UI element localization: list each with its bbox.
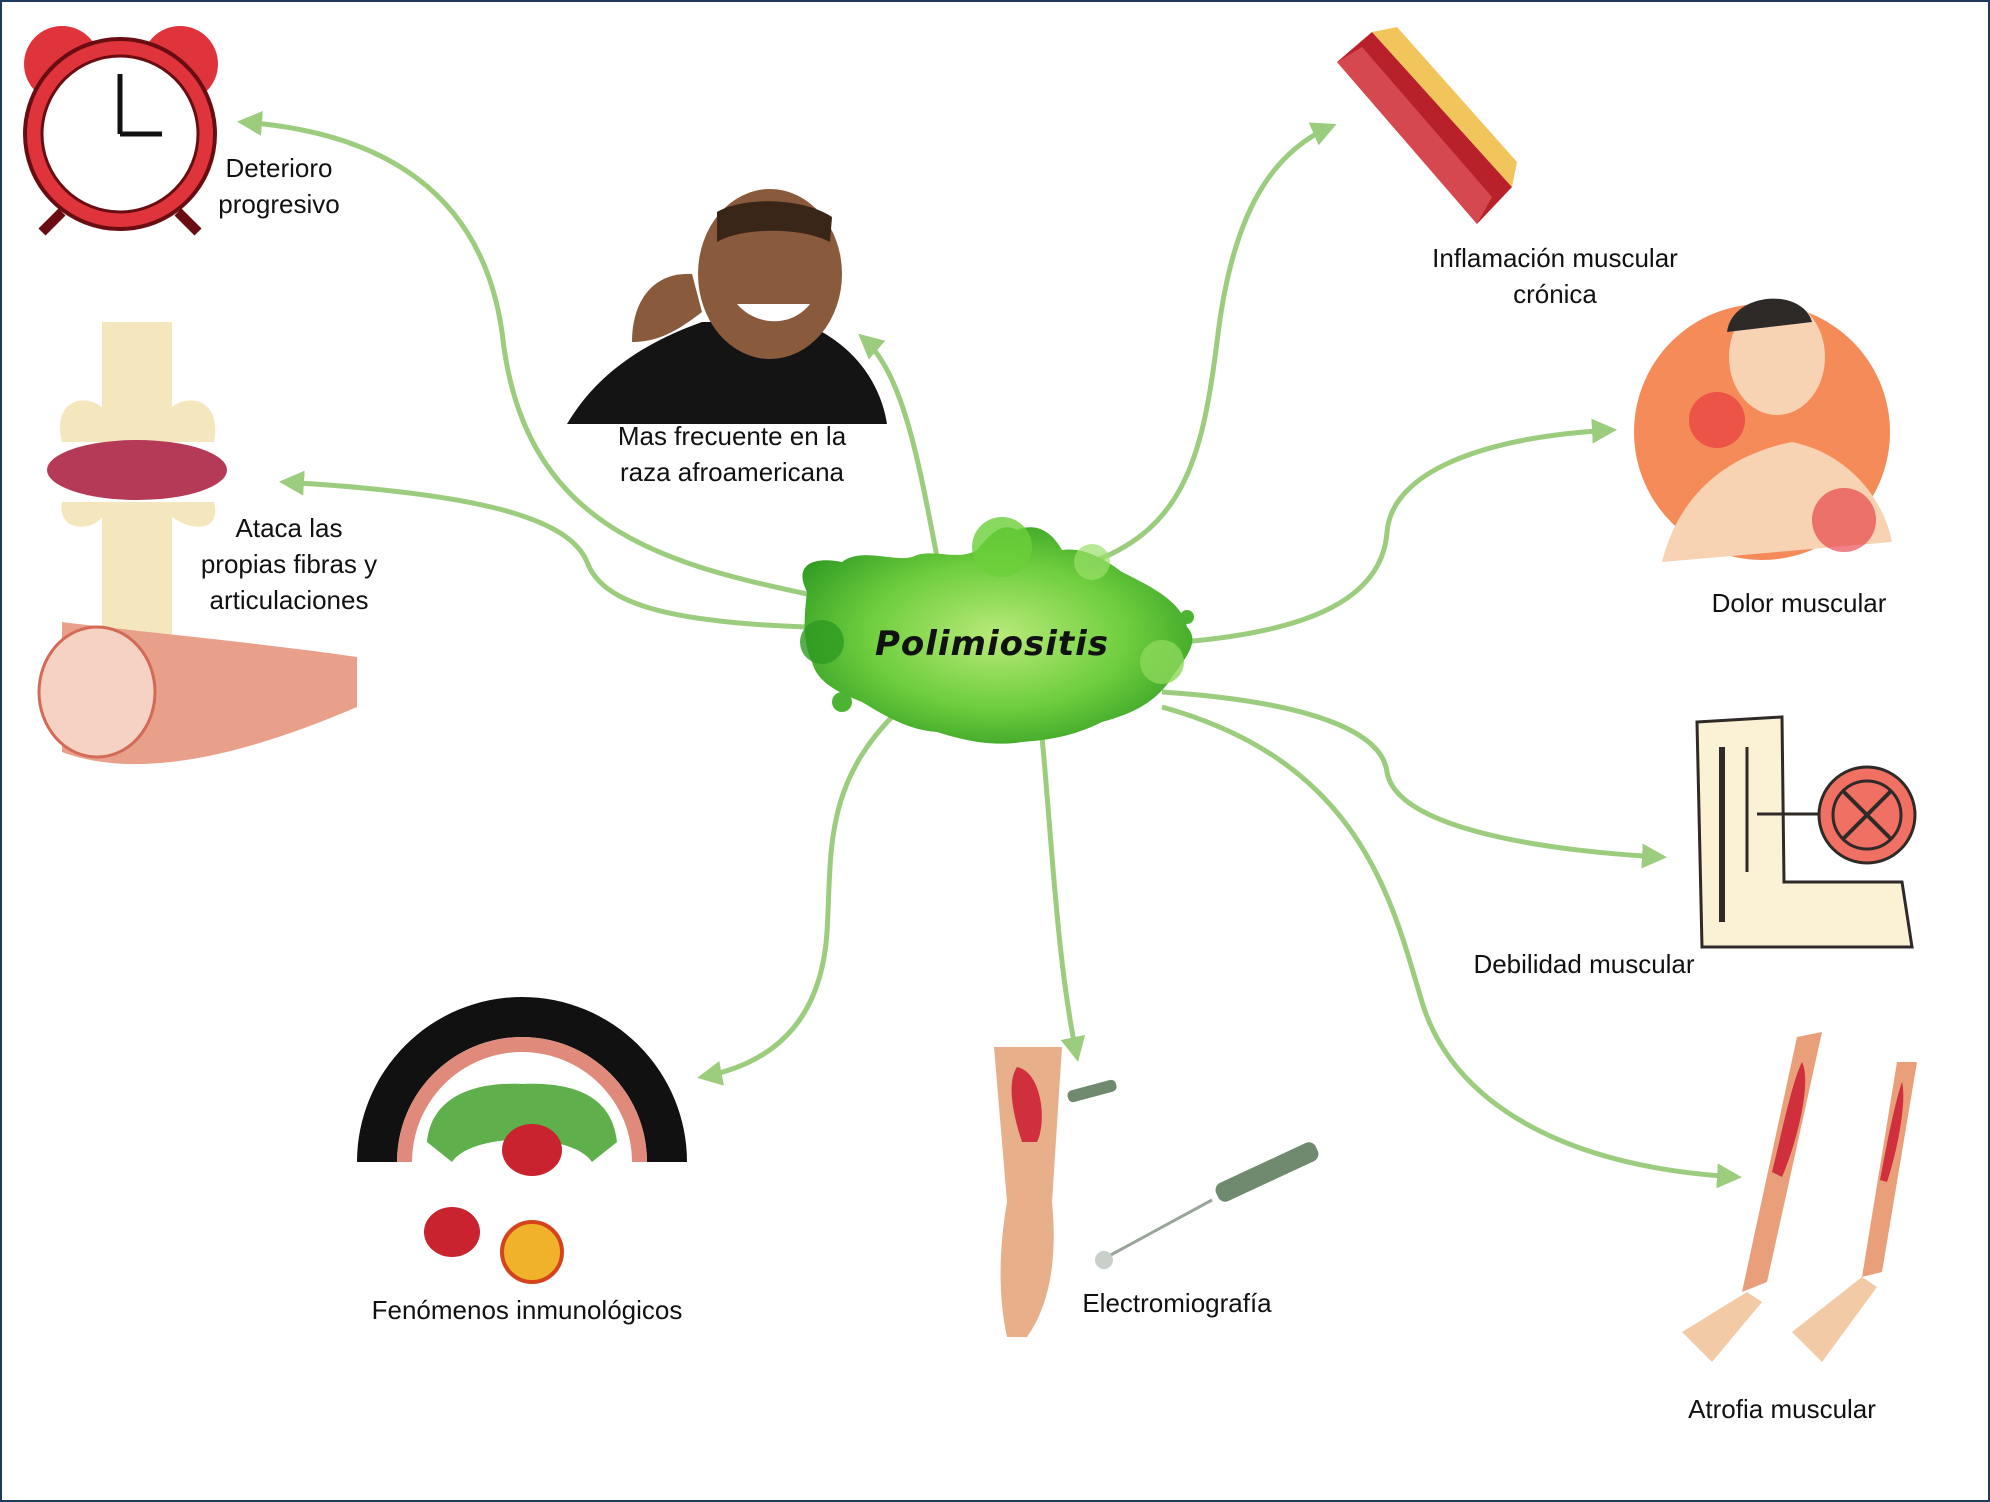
node-fenomenos-line-1: Fenómenos inmunológicos — [372, 1292, 683, 1328]
node-deterioro-label: Deterioro progresivo — [218, 150, 339, 222]
connector-raza — [862, 337, 937, 557]
node-ataca-label: Ataca las propias fibras y articulacione… — [201, 510, 377, 618]
muscle-tissue-icon — [1337, 27, 1517, 224]
node-ataca-line-1: Ataca las — [201, 510, 377, 546]
connector-electro — [1042, 737, 1077, 1057]
node-raza-line-1: Mas frecuente en la — [618, 418, 846, 454]
node-ataca-line-3: articulaciones — [201, 582, 377, 618]
arm-anatomy-icon — [1682, 1032, 1917, 1362]
node-fenomenos-label: Fenómenos inmunológicos — [372, 1292, 683, 1328]
node-atrofia-label: Atrofia muscular — [1688, 1391, 1876, 1427]
weak-arm-icon — [1697, 717, 1915, 947]
center-title: Polimiositis — [875, 624, 1109, 664]
node-dolor-label: Dolor muscular — [1712, 585, 1887, 621]
node-ataca-line-2: propias fibras y — [201, 546, 377, 582]
node-raza-label: Mas frecuente en la raza afroamericana — [618, 418, 846, 490]
node-debilidad-label: Debilidad muscular — [1473, 946, 1694, 982]
connector-debilidad — [1162, 692, 1662, 857]
node-electro-label: Electromiografía — [1082, 1285, 1271, 1321]
node-deterioro-line-1: Deterioro — [218, 150, 339, 186]
node-electro-line-1: Electromiografía — [1082, 1285, 1271, 1321]
connector-inflamacion — [1084, 126, 1332, 565]
node-inflamacion-line-1: Inflamación muscular — [1432, 240, 1678, 276]
node-inflamacion-line-2: crónica — [1432, 276, 1678, 312]
neck-pain-icon — [1634, 299, 1892, 562]
node-inflamacion-label: Inflamación muscular crónica — [1432, 240, 1678, 312]
node-debilidad-line-1: Debilidad muscular — [1473, 946, 1694, 982]
connector-fenomenos — [702, 707, 902, 1077]
node-dolor-line-1: Dolor muscular — [1712, 585, 1887, 621]
smiling-man-icon — [567, 189, 887, 424]
alarm-clock-icon — [24, 26, 218, 232]
connector-dolor — [1182, 430, 1612, 642]
node-deterioro-line-2: progresivo — [218, 186, 339, 222]
node-atrofia-line-1: Atrofia muscular — [1688, 1391, 1876, 1427]
immune-cells-icon — [357, 997, 687, 1282]
connector-atrofia — [1162, 707, 1737, 1177]
node-raza-line-2: raza afroamericana — [618, 454, 846, 490]
